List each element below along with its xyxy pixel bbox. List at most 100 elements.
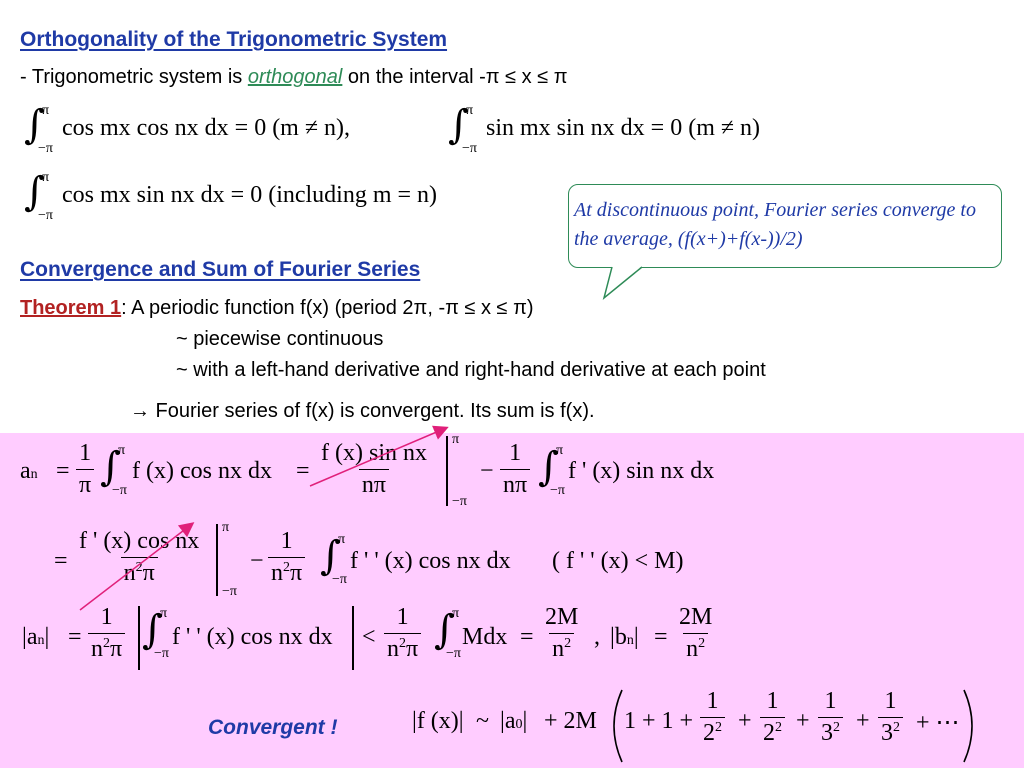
denominator: n2π [88, 633, 126, 663]
b-letter: b [614, 624, 627, 650]
subscript-n: n [30, 467, 38, 482]
left-paren [613, 689, 623, 763]
pi: π [290, 560, 303, 586]
theorem-label: Theorem 1 [20, 297, 122, 319]
equals-sign: = [296, 458, 310, 484]
condition-derivatives: ~ with a left-hand derivative and right-… [176, 359, 766, 381]
subscript-n: n [626, 633, 634, 648]
abs-bar-right [352, 606, 354, 670]
orthogonal-statement: - Trigonometric system is orthogonal on … [20, 66, 568, 89]
exponent: 2 [283, 560, 290, 575]
equals-sign: = [68, 624, 82, 650]
n: n [271, 560, 283, 586]
upper-limit: π [338, 532, 346, 547]
abs-fx: |f (x)| [412, 708, 464, 734]
numerator: 1 [100, 604, 113, 630]
pi: π [142, 560, 155, 586]
proof-band [0, 433, 1024, 768]
series-start: 1 + 1 + [624, 708, 694, 734]
an-symbol: an [20, 458, 38, 485]
integrand-fpp-cos: f ' ' (x) cos nx dx [172, 624, 333, 650]
fraction-1-over-n2pi: 1 n2π [268, 528, 306, 587]
minus-sign: − [480, 458, 494, 484]
orthogonal-word: orthogonal [247, 66, 343, 88]
theorem-line: Theorem 1: A periodic function f(x) (per… [20, 297, 534, 320]
exponent: 2 [775, 720, 782, 735]
similar-sign: ~ [476, 708, 489, 734]
abs-an: |an| [22, 624, 50, 650]
plus-sign: + [738, 708, 752, 734]
denominator: n2π [120, 557, 158, 587]
n: n [387, 636, 399, 662]
arrow-up-right-2 [79, 522, 195, 611]
upper-limit: π [42, 170, 50, 185]
exponent: 2 [715, 720, 722, 735]
eval-bar [216, 524, 218, 596]
numerator: 1 [706, 688, 719, 714]
eval-upper: π [222, 520, 230, 535]
integral-sign: ∫ [24, 102, 45, 148]
integral-sign: ∫ [24, 169, 45, 215]
integral-1: ∫ π −π [100, 443, 140, 503]
denominator: π [76, 469, 95, 499]
integrand-fx-cos: f (x) cos nx dx [132, 458, 272, 484]
denominator: n2 [549, 633, 575, 663]
a-letter: a [20, 458, 31, 484]
callout-box [568, 184, 1002, 268]
upper-limit: π [42, 103, 50, 118]
eq-sin-sin: sin mx sin nx dx = 0 (m ≠ n) [486, 115, 761, 141]
n: n [91, 636, 103, 662]
upper-limit: π [118, 443, 126, 458]
integral-sign: ∫ [434, 607, 455, 653]
ellipsis-terms: + ⋯ [916, 710, 960, 736]
eval-upper: π [452, 432, 460, 447]
integrand-mdx: Mdx [462, 624, 508, 650]
n: n [123, 560, 136, 586]
bound-condition: ( f ' ' (x) < M) [552, 548, 684, 574]
equals-sign: = [520, 624, 534, 650]
heading-convergence: Convergence and Sum of Fourier Series [20, 258, 421, 281]
denominator: n2π [384, 633, 422, 663]
lower-limit: −π [154, 646, 169, 661]
fraction-1-over-n2pi: 1 n2π [384, 604, 422, 663]
eq-cos-cos: cos mx cos nx dx = 0 (m ≠ n), [62, 115, 351, 141]
exponent: 2 [698, 636, 706, 651]
theorem-statement: : A periodic function f(x) (period 2π, -… [121, 297, 534, 319]
denominator: nπ [358, 469, 390, 499]
less-than: < [362, 624, 376, 650]
a-letter: a [504, 708, 516, 734]
upper-limit: π [452, 606, 460, 621]
upper-limit: π [160, 606, 168, 621]
lower-limit: −π [550, 483, 565, 498]
integral-4: ∫ π −π [142, 606, 182, 666]
integral-sign: ∫ [538, 444, 559, 490]
lower-limit: −π [112, 483, 127, 498]
numerator: 1 [280, 528, 293, 554]
numerator: 1 [509, 440, 522, 466]
orthogonal-prefix: - Trigonometric system is [20, 66, 248, 88]
integrand-fp-sin: f ' (x) sin nx dx [568, 458, 715, 484]
numerator: 2M [679, 604, 713, 630]
numerator: 1 [396, 604, 409, 630]
base: 3 [881, 720, 893, 746]
exponent: 2 [135, 560, 143, 575]
integral-sign: ∫ [142, 607, 163, 653]
lower-limit: −π [332, 572, 347, 587]
integral-sign: ∫ [100, 444, 121, 490]
integral-sign: ∫ [320, 533, 341, 579]
condition-piecewise: ~ piecewise continuous [176, 328, 384, 350]
pi: π [406, 636, 419, 662]
fx: f (x) [416, 708, 459, 734]
lower-limit: −π [38, 141, 53, 156]
numerator: 1 [79, 440, 92, 466]
plus-2m: + 2M [544, 708, 597, 734]
exponent: 2 [833, 720, 840, 735]
exponent: 2 [399, 636, 406, 651]
denominator: 32 [818, 717, 843, 747]
exponent: 2 [103, 636, 110, 651]
